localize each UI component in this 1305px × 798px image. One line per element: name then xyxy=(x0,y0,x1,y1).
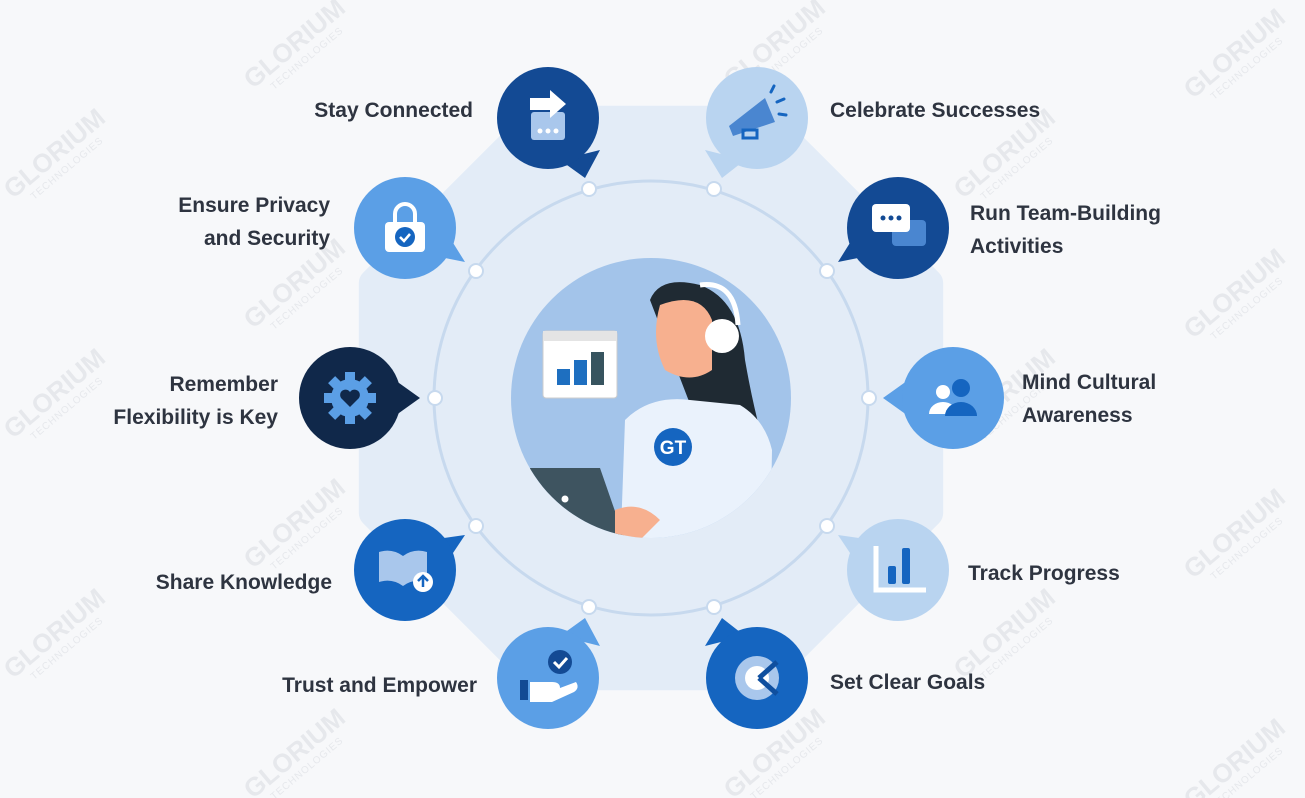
book-upload-icon xyxy=(379,550,433,592)
topic-label-line: Awareness xyxy=(1022,404,1133,427)
topic-bubble xyxy=(354,177,465,279)
topic-label-line: Ensure Privacy xyxy=(178,194,330,217)
gear-heart-icon xyxy=(324,372,376,424)
topic-label: Stay Connected xyxy=(314,94,473,127)
face xyxy=(656,300,712,378)
megaphone-icon xyxy=(729,84,788,140)
topic-bubble xyxy=(838,177,949,279)
topic-label-line: Remember xyxy=(169,373,278,396)
topic-bubble xyxy=(354,519,465,621)
message-forward-icon xyxy=(530,90,566,140)
topic-label-line: Activities xyxy=(970,235,1064,258)
ring-dot xyxy=(706,181,722,197)
headset-band xyxy=(699,282,741,326)
topic-bubble xyxy=(299,347,420,449)
topic-label-line: Set Clear Goals xyxy=(830,671,986,694)
topic-label-line: Trust and Empower xyxy=(282,674,477,697)
svg-text:GLORIUM: GLORIUM xyxy=(238,0,351,94)
topic-label: Track Progress xyxy=(968,557,1120,590)
topic-label-line: and Security xyxy=(203,227,330,250)
bar-chart-icon xyxy=(873,546,926,593)
ring-dot xyxy=(706,599,722,615)
topic-bubble xyxy=(705,618,808,729)
bubble-tail xyxy=(705,618,745,646)
ring-dot xyxy=(819,263,835,279)
topic-label: Celebrate Successes xyxy=(830,94,1040,127)
people-icon xyxy=(929,379,977,416)
topic-label: Share Knowledge xyxy=(156,566,332,599)
topic-bubble xyxy=(705,67,808,178)
topic-bubble xyxy=(883,347,1004,449)
chat-bubbles-icon xyxy=(872,204,926,246)
hands xyxy=(615,506,660,538)
ring-dot xyxy=(581,599,597,615)
bubble-circle xyxy=(847,519,949,621)
ring-dot xyxy=(468,518,484,534)
ring-dots xyxy=(427,181,877,615)
topic-label-line: Flexibility is Key xyxy=(113,406,278,429)
gt-logo-text: GT xyxy=(660,438,687,459)
bubble-circle xyxy=(497,627,599,729)
topic-label-line: Mind Cultural xyxy=(1022,371,1157,394)
chart-window-icon xyxy=(542,330,618,399)
hand-check-icon xyxy=(520,650,578,702)
topic-label-line: Run Team-Building xyxy=(970,202,1161,225)
padlock-check-icon xyxy=(385,202,425,252)
ring-dot xyxy=(819,518,835,534)
gt-logo xyxy=(654,428,692,466)
topic-bubbles xyxy=(299,67,1004,729)
topic-label: Set Clear Goals xyxy=(830,666,985,699)
topic-label-line: Celebrate Successes xyxy=(830,99,1041,122)
headset-earcup xyxy=(705,319,739,353)
bubble-tail xyxy=(560,150,600,178)
bubble-circle xyxy=(902,347,1004,449)
topic-label: Trust and Empower xyxy=(282,669,477,702)
topic-bubble xyxy=(497,618,600,729)
topic-bubble xyxy=(497,67,600,178)
topic-label-line: Share Knowledge xyxy=(155,571,332,594)
bubble-tail xyxy=(705,150,745,178)
bubble-tail xyxy=(560,618,600,646)
topic-label-line: Track Progress xyxy=(968,562,1120,585)
ring-dot xyxy=(861,390,877,406)
topic-label-line: Stay Connected xyxy=(314,99,473,122)
topic-bubble xyxy=(838,519,949,621)
topic-label: Ensure Privacy and Security xyxy=(178,189,330,255)
ring-dot xyxy=(468,263,484,279)
ring-dot xyxy=(427,390,443,406)
ring-dot xyxy=(581,181,597,197)
target-icon xyxy=(735,656,779,700)
